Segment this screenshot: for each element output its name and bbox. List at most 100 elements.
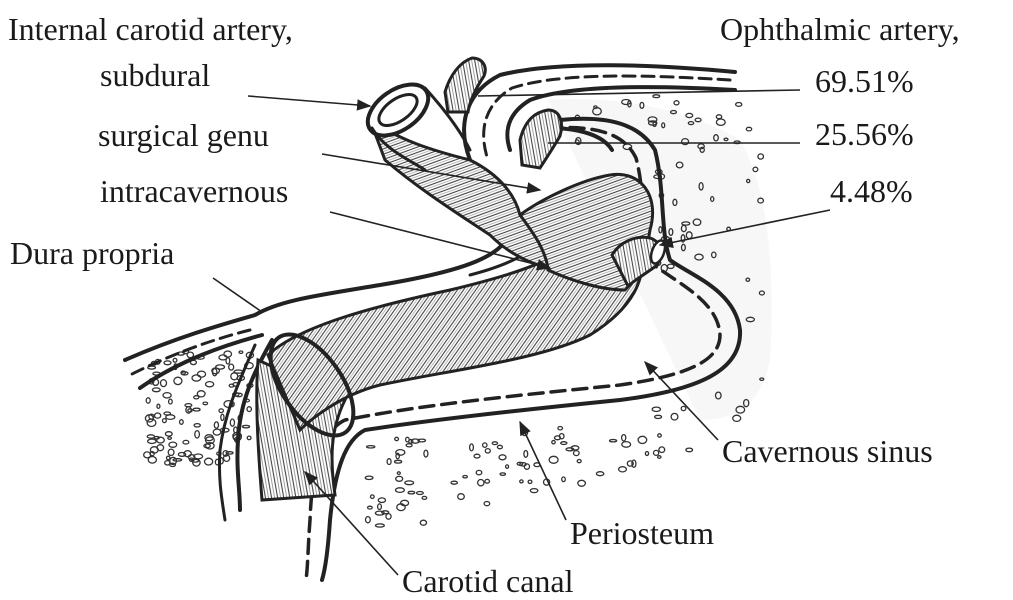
bone-stipple-dot bbox=[219, 409, 223, 413]
label-pct-2: 25.56% bbox=[815, 116, 914, 152]
bone-stipple-dot bbox=[147, 419, 156, 426]
bone-stipple-dot bbox=[396, 476, 403, 481]
bone-stipple-dot bbox=[157, 437, 165, 443]
bone-stipple-dot bbox=[458, 494, 465, 500]
bone-stipple-dot bbox=[463, 476, 467, 478]
bone-stipple-dot bbox=[558, 427, 563, 430]
bone-stipple-dot bbox=[478, 480, 484, 486]
bone-stipple-dot bbox=[671, 413, 678, 420]
bone-stipple-dot bbox=[578, 480, 586, 486]
bone-stipple-dot bbox=[173, 459, 182, 461]
label-ica-title: Internal carotid artery, bbox=[8, 11, 293, 47]
bone-stipple-dot bbox=[658, 456, 661, 459]
label-carotid-canal: Carotid canal bbox=[402, 563, 574, 599]
bone-stipple-dot bbox=[221, 414, 224, 420]
bone-stipple-dot bbox=[396, 450, 405, 456]
bone-stipple-dot bbox=[146, 398, 150, 403]
bone-stipple-dot bbox=[408, 491, 415, 494]
pointer-carotid-canal bbox=[305, 472, 398, 575]
bone-stipple-dot bbox=[365, 476, 373, 479]
bone-stipple-dot bbox=[229, 364, 234, 370]
bone-stipple-dot bbox=[405, 481, 414, 485]
bone-stipple-dot bbox=[574, 451, 580, 456]
bone-stipple-dot bbox=[733, 415, 741, 421]
bone-stipple-dot bbox=[161, 380, 167, 387]
bone-stipple-dot bbox=[424, 450, 428, 457]
label-subdural: subdural bbox=[100, 57, 210, 93]
bone-stipple-dot bbox=[168, 437, 172, 439]
label-periosteum: Periosteum bbox=[570, 515, 714, 551]
bone-stipple-dot bbox=[420, 520, 426, 525]
bone-stipple-dot bbox=[247, 436, 251, 440]
bone-stipple-dot bbox=[549, 456, 558, 463]
bone-stipple-dot bbox=[183, 440, 189, 444]
bone-stipple-dot bbox=[492, 442, 497, 445]
bone-stipple-dot bbox=[239, 351, 243, 353]
bone-stipple-dot bbox=[638, 436, 647, 443]
bone-stipple-dot bbox=[397, 472, 400, 475]
bone-stipple-dot bbox=[213, 369, 217, 376]
bone-stipple-dot bbox=[470, 444, 474, 451]
bone-stipple-dot bbox=[192, 375, 201, 381]
bone-stipple-dot bbox=[485, 479, 490, 483]
bone-stipple-dot bbox=[716, 119, 725, 125]
bone-stipple-dot bbox=[561, 442, 567, 445]
bone-stipple-dot bbox=[619, 467, 627, 472]
bone-stipple-dot bbox=[396, 488, 405, 493]
bone-stipple-dot bbox=[224, 351, 232, 357]
bone-stipple-dot bbox=[169, 442, 177, 447]
bone-stipple-dot bbox=[562, 477, 566, 482]
bone-stipple-dot bbox=[247, 407, 251, 412]
label-pct-1: 69.51% bbox=[815, 63, 914, 99]
bone-stipple-dot bbox=[483, 443, 487, 447]
bone-stipple-dot bbox=[168, 449, 174, 455]
bone-stipple-dot bbox=[746, 127, 751, 131]
bone-stipple-dot bbox=[214, 422, 218, 428]
bone-stipple-dot bbox=[622, 442, 631, 448]
bone-stipple-dot bbox=[552, 441, 555, 444]
bone-stipple-dot bbox=[147, 435, 154, 438]
bone-stipple-dot bbox=[500, 473, 505, 475]
label-surgical-genu: surgical genu bbox=[98, 117, 269, 153]
bone-stipple-dot bbox=[387, 459, 391, 465]
bone-stipple-dot bbox=[524, 451, 528, 458]
bone-stipple-dot bbox=[716, 115, 721, 119]
bone-stipple-dot bbox=[174, 377, 182, 384]
pointer-pct-1 bbox=[478, 90, 800, 96]
bone-stipple-dot bbox=[242, 425, 249, 427]
bone-stipple-dot bbox=[686, 113, 693, 117]
label-cavernous-sinus: Cavernous sinus bbox=[722, 433, 933, 469]
bone-stipple-dot bbox=[148, 439, 157, 443]
bone-stipple-dot bbox=[530, 489, 538, 493]
bone-stipple-dot bbox=[577, 460, 581, 463]
bone-stipple-dot bbox=[474, 454, 480, 458]
bone-stipple-dot bbox=[163, 393, 171, 398]
bone-stipple-dot bbox=[213, 429, 221, 435]
bone-stipple-dot bbox=[451, 481, 457, 484]
bone-stipple-dot bbox=[163, 419, 167, 423]
bone-stipple-dot bbox=[366, 517, 371, 523]
bone-stipple-dot bbox=[528, 480, 532, 483]
bone-stipple-dot bbox=[194, 424, 200, 427]
bone-stipple-dot bbox=[166, 415, 175, 420]
label-dura-propria: Dura propria bbox=[10, 235, 174, 271]
bone-stipple-dot bbox=[169, 399, 173, 404]
bone-stipple-dot bbox=[165, 432, 172, 436]
bone-stipple-dot bbox=[520, 480, 523, 483]
bone-stipple-dot bbox=[758, 154, 764, 159]
bone-stipple-dot bbox=[681, 406, 686, 410]
bone-stipple-dot bbox=[652, 407, 660, 411]
bone-stipple-dot bbox=[157, 404, 160, 408]
bone-stipple-dot bbox=[368, 506, 373, 509]
pointer-dura-propria bbox=[213, 278, 262, 312]
bone-stipple-dot bbox=[203, 402, 208, 405]
bone-stipple-dot bbox=[197, 371, 205, 377]
bone-stipple-dot bbox=[499, 455, 506, 460]
bone-stipple-dot bbox=[686, 448, 693, 452]
bone-stipple-dot bbox=[524, 464, 529, 469]
bone-stipple-dot bbox=[164, 361, 171, 365]
bone-stipple-dot bbox=[396, 453, 399, 458]
bone-stipple-dot bbox=[167, 456, 170, 460]
bone-stipple-dot bbox=[193, 408, 200, 411]
